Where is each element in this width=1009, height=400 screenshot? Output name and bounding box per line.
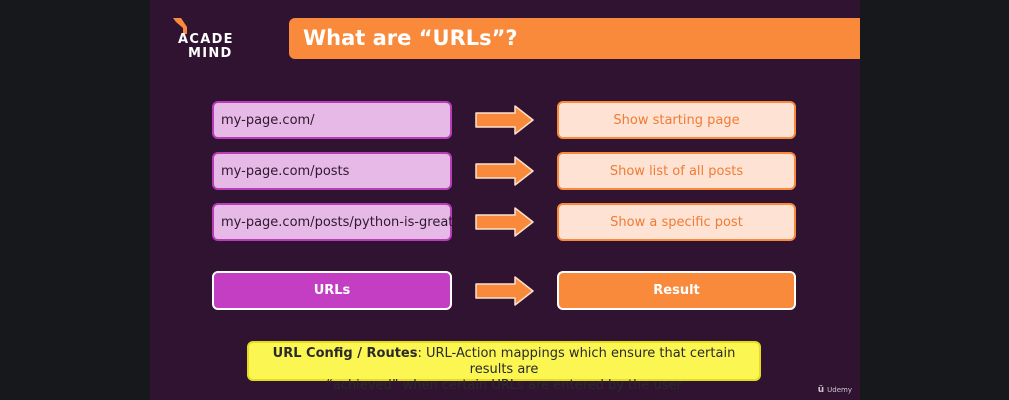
note-term: URL Config / Routes — [272, 346, 418, 361]
arrow-right-icon — [475, 207, 534, 237]
url-box: my-page.com/posts — [212, 152, 452, 190]
logo-text-line2: MIND — [188, 46, 233, 61]
note-line1-text: : URL-Action mappings which ensure that … — [417, 346, 736, 377]
udemy-watermark: ü Udemy — [818, 385, 852, 395]
result-legend-box: Result — [557, 271, 796, 310]
result-box: Show starting page — [557, 101, 796, 139]
logo-text-line1: ACADE — [178, 32, 234, 47]
result-box: Show a specific post — [557, 203, 796, 241]
note-line-2: “achieved” when certain URLs are entered… — [326, 378, 682, 393]
title-bar: What are “URLs”? — [289, 18, 860, 59]
page-title: What are “URLs”? — [303, 26, 518, 50]
result-box: Show list of all posts — [557, 152, 796, 190]
arrow-right-icon — [475, 156, 534, 186]
academind-logo: ACADE MIND — [172, 17, 252, 61]
note-line-1: URL Config / Routes: URL-Action mappings… — [249, 346, 759, 378]
url-box: my-page.com/ — [212, 101, 452, 139]
logo-mark-icon — [173, 18, 187, 34]
url-box: my-page.com/posts/python-is-great — [212, 203, 453, 241]
urls-legend-box: URLs — [212, 271, 452, 310]
arrow-right-icon — [475, 105, 534, 135]
slide: ACADE MIND What are “URLs”? my-page.com/… — [150, 0, 860, 400]
arrow-right-icon — [475, 276, 534, 306]
definition-note: URL Config / Routes: URL-Action mappings… — [247, 341, 761, 393]
watermark-text: Udemy — [827, 386, 852, 394]
udemy-logo-icon: ü — [817, 385, 825, 395]
